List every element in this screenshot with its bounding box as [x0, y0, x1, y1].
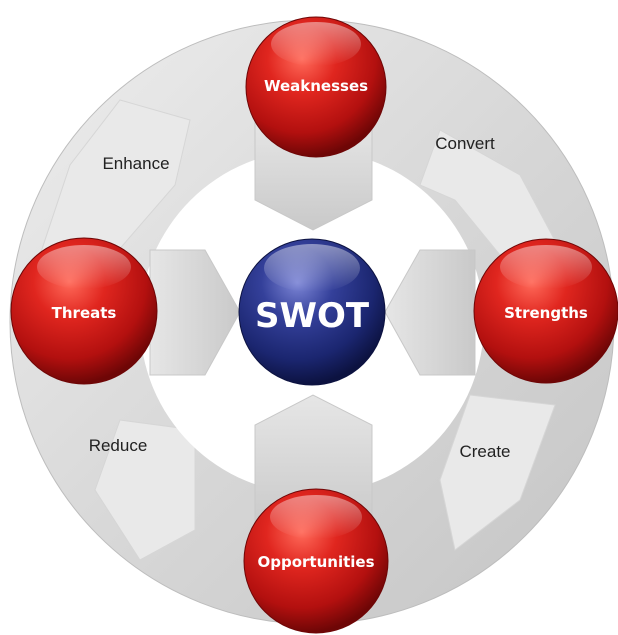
- node-threats-label: Threats: [52, 304, 117, 322]
- node-opportunities: Opportunities: [243, 488, 389, 634]
- action-convert: Convert: [435, 134, 495, 153]
- action-create: Create: [459, 442, 510, 461]
- center-sphere: SWOT: [238, 238, 386, 386]
- arrow-right: [384, 249, 476, 376]
- node-strengths-label: Strengths: [504, 304, 588, 322]
- arrow-left: [149, 249, 241, 376]
- node-threats: Threats: [10, 237, 158, 385]
- action-reduce: Reduce: [89, 436, 148, 455]
- node-weaknesses-label: Weaknesses: [264, 77, 368, 95]
- center-label: SWOT: [255, 296, 370, 336]
- node-weaknesses: Weaknesses: [245, 16, 387, 158]
- node-opportunities-label: Opportunities: [257, 553, 374, 571]
- action-enhance: Enhance: [102, 154, 169, 173]
- node-strengths: Strengths: [473, 238, 618, 384]
